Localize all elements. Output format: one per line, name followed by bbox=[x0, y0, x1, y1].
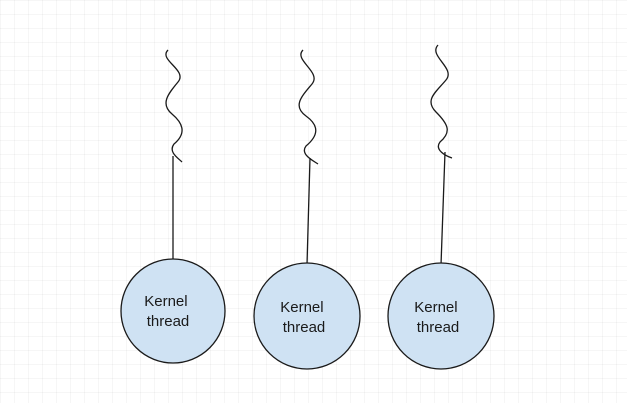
user-thread-squiggle-1 bbox=[165, 49, 183, 163]
user-thread-squiggle-2 bbox=[298, 49, 319, 165]
kernel-thread-node-1[interactable] bbox=[120, 258, 226, 364]
kernel-thread-label-3-line2: thread bbox=[417, 319, 460, 336]
kernel-thread-label-1-line2: thread bbox=[147, 313, 190, 330]
kernel-thread-node-3[interactable] bbox=[387, 262, 495, 370]
svg-text:Kernel thread: Kernel thread bbox=[144, 293, 192, 330]
svg-text:Kernel thread: Kernel thread bbox=[280, 299, 328, 336]
kernel-thread-label-2-line1: Kernel bbox=[280, 299, 323, 316]
kernel-thread-group-3: Kernel thread bbox=[387, 44, 495, 370]
kernel-thread-label-1-line1: Kernel bbox=[144, 293, 187, 310]
kernel-thread-group-2: Kernel thread bbox=[253, 49, 361, 370]
kernel-thread-label-3-line1: Kernel bbox=[414, 299, 457, 316]
svg-text:Kernel thread: Kernel thread bbox=[414, 299, 462, 336]
kernel-thread-label-2-line2: thread bbox=[283, 319, 326, 336]
kernel-thread-node-2[interactable] bbox=[253, 262, 361, 370]
user-thread-squiggle-3 bbox=[430, 44, 453, 159]
kernel-thread-group-1: Kernel thread bbox=[120, 49, 226, 364]
connector-line-2 bbox=[306, 157, 311, 266]
connector-line-3 bbox=[440, 151, 446, 266]
